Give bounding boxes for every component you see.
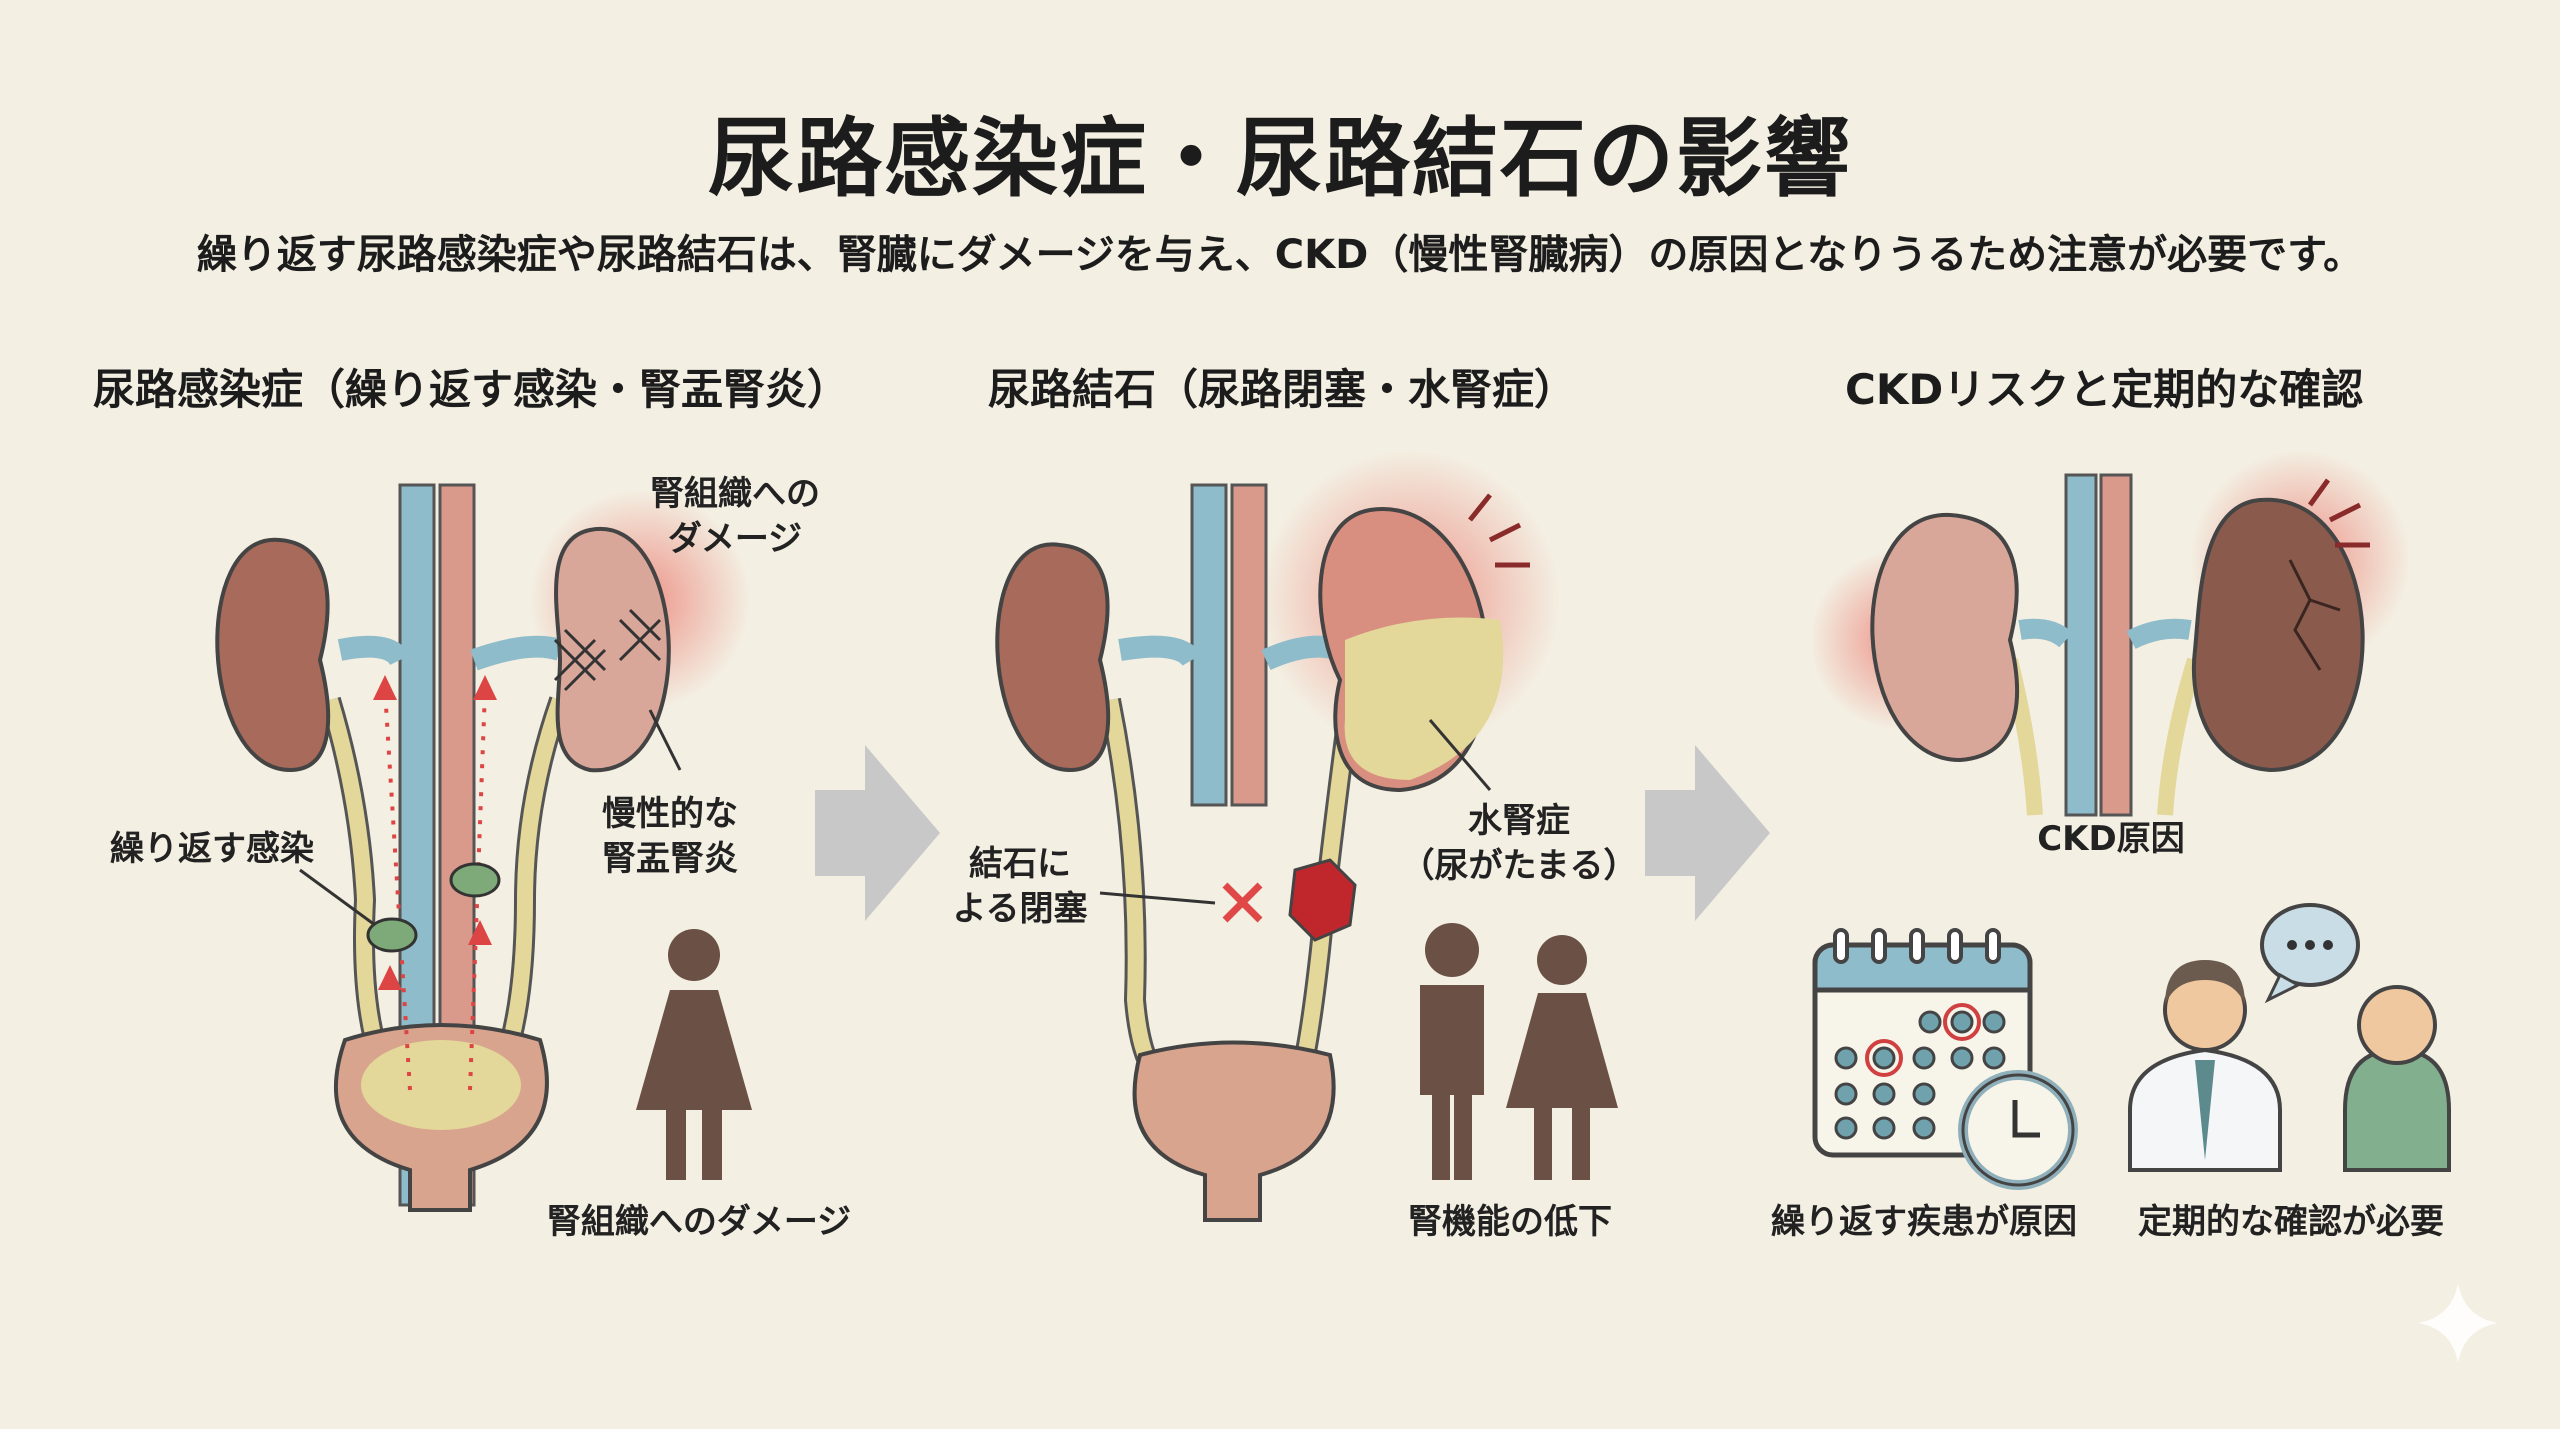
section-heading-uti: 尿路感染症（繰り返す感染・腎盂腎炎）: [93, 365, 850, 414]
label-stone-line1: 結石に: [969, 844, 1071, 884]
uti-illustration: 腎組織への ダメージ 慢性的な 腎盂腎炎 繰り返す感染 腎組織へのダメージ: [110, 474, 851, 1242]
renal-vessels: [337, 635, 564, 671]
blockage-x-icon: [1222, 882, 1263, 923]
right-kidney-infected: [554, 527, 671, 773]
ckd-illustration: CKD原因: [1771, 450, 2451, 1242]
label-hydro-line2: （尿がたまる）: [1401, 846, 1638, 886]
bladder: [1132, 1040, 1336, 1222]
label-recurrent-infection: 繰り返す感染: [110, 829, 314, 869]
kidney-cracks: [2288, 559, 2341, 671]
calendar-clock-icon: [1812, 928, 2078, 1190]
label-pyelo-line1: 慢性的な: [602, 794, 738, 834]
woman-icon: [636, 929, 752, 1180]
footer-label-regular-checkup: 定期的な確認が必要: [2138, 1202, 2444, 1242]
left-kidney: [995, 542, 1111, 773]
inflamed-kidney: [1870, 512, 2020, 763]
man-icon: [1420, 923, 1484, 1180]
label-damage-line2: ダメージ: [668, 519, 802, 559]
arrow-right-icon: [815, 745, 940, 921]
pain-lines: [1468, 493, 1530, 568]
footer-label-tissue-damage: 腎組織へのダメージ: [547, 1202, 851, 1242]
sparkle-icon: [2418, 1283, 2498, 1363]
stone-illustration: 結石に よる閉塞 水腎症 （尿がたまる） 腎機能の低下: [953, 450, 1638, 1242]
page-title: 尿路感染症・尿路結石の影響: [708, 109, 1852, 209]
bacteria-icon: [366, 917, 418, 953]
patient-icon: [2343, 985, 2451, 1172]
doctor-icon: [2128, 960, 2282, 1172]
section-heading-ckd: CKDリスクと定期的な確認: [1845, 365, 2364, 414]
label-hydro-line1: 水腎症: [1468, 801, 1570, 841]
label-damage-line1: 腎組織への: [650, 474, 820, 514]
urine: [361, 1040, 521, 1130]
arrowheads: [373, 675, 497, 990]
label-pyelo-line2: 腎盂腎炎: [602, 839, 738, 879]
ureters: [322, 697, 568, 1063]
hydronephrosis-urine: [1344, 617, 1504, 780]
arrow-right-icon: [1645, 745, 1770, 921]
woman-icon: [1506, 935, 1618, 1180]
label-ckd-cause: CKD原因: [2037, 819, 2185, 859]
label-stone-line2: よる閉塞: [953, 889, 1088, 929]
bacteria-icon: [449, 862, 501, 898]
speech-bubble-icon: [2260, 903, 2360, 1004]
section-heading-stone: 尿路結石（尿路閉塞・水腎症）: [988, 365, 1577, 414]
kidney-stone-icon: [1288, 858, 1357, 942]
page-subtitle: 繰り返す尿路感染症や尿路結石は、腎臓にダメージを与え、CKD（慢性腎臓病）の原因…: [196, 232, 2364, 278]
damaged-kidney: [2191, 497, 2365, 773]
footer-label-kidney-function: 腎機能の低下: [1408, 1202, 1612, 1242]
damage-marks: [553, 608, 662, 692]
footer-label-recurrent-disease: 繰り返す疾患が原因: [1771, 1202, 2077, 1242]
left-kidney: [215, 537, 331, 773]
